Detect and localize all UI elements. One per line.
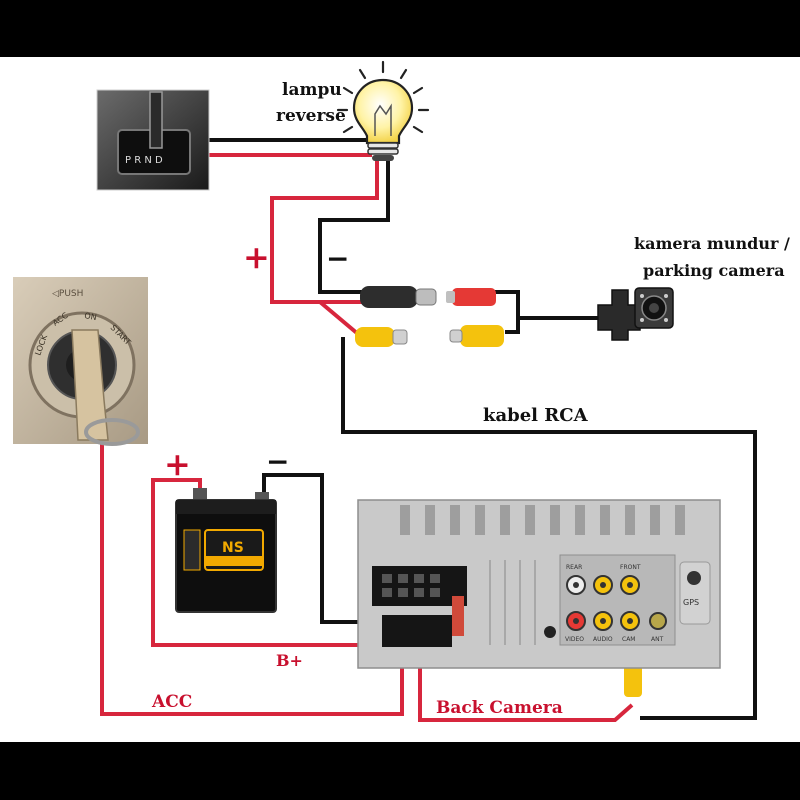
battery-negative-wire — [262, 473, 388, 624]
ignition-push-text: ◁PUSH — [52, 289, 83, 299]
acc-wire — [100, 440, 404, 716]
b-plus-label: B+ — [276, 651, 303, 670]
reverse-gear-photo: P R N D — [96, 89, 210, 191]
ignition-key-photo: ◁PUSH LOCK ACC ON START — [13, 277, 148, 446]
port-video-text: VIDEO — [565, 636, 584, 643]
ignition-on-text: ON — [84, 311, 98, 322]
wires — [100, 138, 757, 722]
bulb-label-line2: reverse — [276, 106, 346, 126]
positive-sign: + — [243, 238, 270, 276]
negative-sign: − — [326, 242, 349, 275]
camera-label-line1: kamera mundur / — [634, 234, 790, 253]
camera-split-wire — [495, 290, 520, 334]
port-audio-text: AUDIO — [593, 636, 613, 643]
bulb-positive-wire — [270, 160, 379, 304]
port-rear-text: REAR — [566, 564, 582, 571]
back-camera-wire — [418, 645, 634, 722]
battery-brand-text: NS — [222, 540, 244, 556]
port-gps-text: GPS — [683, 598, 699, 607]
battery-negative-sign: − — [266, 445, 289, 478]
camera-label-line2: parking camera — [643, 261, 785, 280]
port-ant-text: ANT — [651, 636, 664, 643]
port-front-text: FRONT — [620, 564, 641, 571]
svg-text:P R N D: P R N D — [125, 155, 163, 166]
bulb-negative-wire — [318, 160, 390, 294]
rca-cable-label: kabel RCA — [483, 405, 589, 426]
light-bulb-icon — [336, 60, 430, 161]
back-camera-label: Back Camera — [436, 698, 563, 718]
rca-plug-icon — [355, 286, 642, 697]
port-cam-text: CAM — [622, 636, 635, 643]
positive-to-rca-wire — [318, 300, 360, 336]
car-battery-icon: NS — [175, 488, 277, 613]
parking-camera-icon — [597, 287, 674, 341]
rca-video-cable — [341, 337, 757, 720]
b-plus-wire — [151, 478, 388, 647]
battery-positive-sign: + — [164, 445, 191, 483]
bulb-label-line1: lampu — [282, 80, 342, 100]
acc-label: ACC — [151, 692, 192, 712]
head-unit-icon: REAR FRONT VIDEO AUDIO CAM ANT GPS — [357, 499, 721, 669]
